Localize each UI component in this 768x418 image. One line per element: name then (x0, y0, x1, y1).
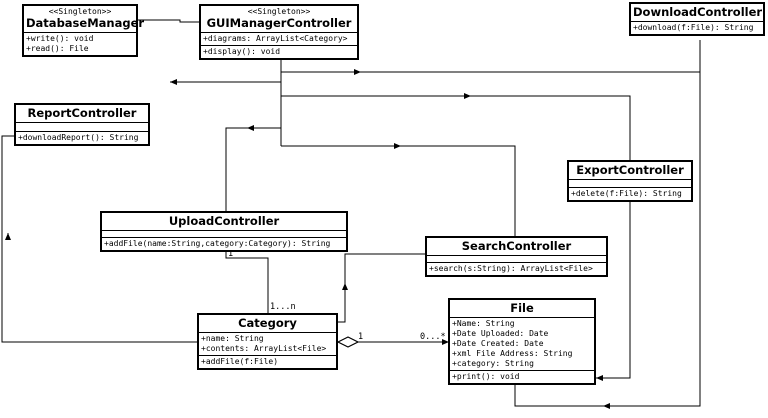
connector-export-file (596, 199, 631, 381)
connector-report-category (1, 135, 198, 343)
class-file: File +Name: String +Date Uploaded: Date … (448, 298, 596, 385)
attribute: +contents: ArrayList<File> (201, 344, 327, 353)
operation: +display(): void (203, 47, 281, 56)
class-name: Category (238, 316, 297, 330)
operations-section: +delete(f:File): String (569, 188, 691, 200)
operation: +read(): File (26, 44, 89, 53)
class-search-controller: SearchController +search(s:String): Arra… (425, 236, 608, 277)
aggregation-diamond (336, 336, 360, 348)
class-name: SearchController (461, 239, 572, 253)
operation: +write(): void (26, 34, 94, 43)
operations-section: +addFile(f:File) (199, 356, 336, 368)
multiplicity-upload: 1 (228, 249, 234, 259)
operation: +download(f:File): String (633, 23, 754, 32)
operation: +addFile(name:String,category:Category):… (104, 239, 331, 248)
stereotype-label: <<Singleton>> (247, 7, 311, 16)
attributes-section: +diagrams: ArrayList<Category> (201, 33, 357, 46)
connector-db-gui (137, 19, 200, 23)
attributes-section (102, 231, 346, 238)
attribute: +name: String (201, 334, 264, 343)
attribute: +Name: String (452, 319, 515, 328)
attribute: +diagrams: ArrayList<Category> (203, 34, 348, 43)
multiplicity-file-many: 0...* (420, 332, 446, 342)
attributes-section: +Name: String +Date Uploaded: Date +Date… (450, 318, 594, 371)
multiplicity-category-many: 1...n (270, 302, 296, 312)
attribute: +Date Uploaded: Date (452, 329, 549, 338)
class-name: File (510, 301, 534, 315)
multiplicity-category-one: 1 (358, 332, 364, 342)
class-name: ExportController (576, 163, 684, 177)
connector-gui-upload (225, 127, 281, 212)
class-upload-controller: UploadController +addFile(name:String,ca… (100, 211, 348, 252)
class-export-controller: ExportController +delete(f:File): String (567, 160, 693, 202)
operations-section: +search(s:String): ArrayList<File> (427, 263, 606, 275)
class-download-controller: DownloadController +download(f:File): St… (629, 2, 765, 36)
class-name: GUIManagerController (206, 16, 352, 30)
class-name: DatabaseManager (26, 16, 145, 30)
operations-section: +addFile(name:String,category:Category):… (102, 238, 346, 250)
attributes-section (16, 123, 148, 132)
attributes-section (427, 256, 606, 263)
class-name: DownloadController (633, 5, 763, 19)
attribute: +xml File Address: String (452, 349, 573, 358)
operation: +addFile(f:File) (201, 357, 279, 366)
stereotype-label: <<Singleton>> (48, 7, 112, 16)
operations-section: +print(): void (450, 371, 594, 383)
attributes-section: +name: String +contents: ArrayList<File> (199, 333, 336, 356)
connector-upload-category (225, 247, 269, 314)
operations-section: +download(f:File): String (631, 22, 763, 34)
attributes-section (569, 180, 691, 188)
class-category: Category +name: String +contents: ArrayL… (197, 313, 338, 370)
class-database-manager: <<Singleton>> DatabaseManager +write(): … (22, 4, 145, 57)
operations-section: +downloadReport(): String (16, 132, 148, 144)
connector-gui-export (281, 95, 631, 160)
connector-gui-search (281, 145, 516, 236)
class-name: UploadController (168, 214, 280, 228)
operation: +search(s:String): ArrayList<File> (429, 264, 593, 273)
attribute: +category: String (452, 359, 534, 368)
operation: +print(): void (452, 372, 520, 381)
connector-search-category (338, 253, 426, 323)
operations-section: +display(): void (201, 46, 357, 58)
class-name: ReportController (27, 106, 137, 120)
operation: +delete(f:File): String (571, 189, 682, 198)
class-report-controller: ReportController +downloadReport(): Stri… (14, 103, 150, 146)
class-gui-manager-controller: <<Singleton>> GUIManagerController +diag… (199, 4, 359, 60)
attribute: +Date Created: Date (452, 339, 544, 348)
operations-section: +write(): void +read(): File (24, 33, 136, 55)
operation: +downloadReport(): String (18, 133, 139, 142)
